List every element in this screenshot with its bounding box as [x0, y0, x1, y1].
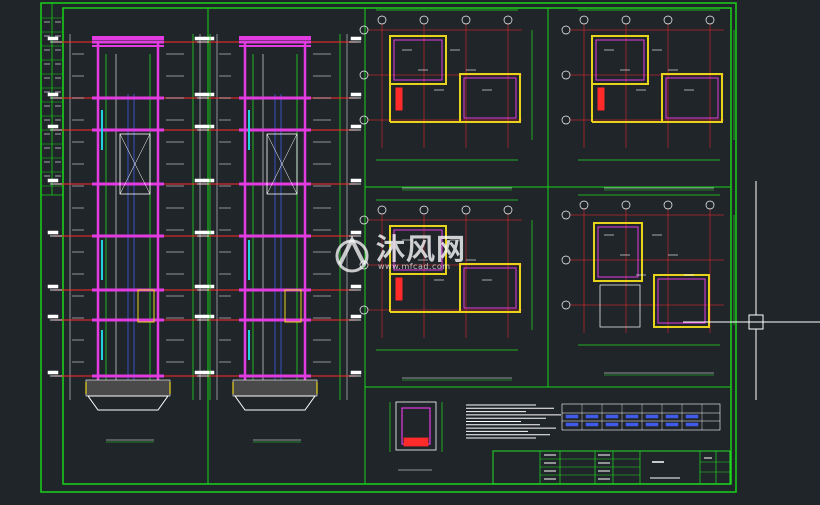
schedule-table [561, 403, 721, 431]
revision-strip [41, 3, 63, 196]
mfcad-logo-icon [335, 235, 369, 273]
shaft-section-right [194, 34, 362, 443]
plan-view-middle-left [359, 199, 533, 381]
title-block [492, 450, 731, 485]
plan-view-top-right [561, 9, 735, 191]
crosshair-cursor-icon [683, 181, 820, 400]
shaft-section-left [47, 34, 215, 443]
node-detail [389, 401, 443, 471]
watermark-name: 沐风网 [376, 232, 467, 266]
plan-view-middle-right [561, 194, 735, 376]
design-notes [466, 404, 561, 439]
watermark-url: www.mfcad.com [378, 262, 451, 271]
plan-view-top-left [359, 9, 533, 191]
watermark: 沐风网 www.mfcad.com [332, 232, 502, 278]
